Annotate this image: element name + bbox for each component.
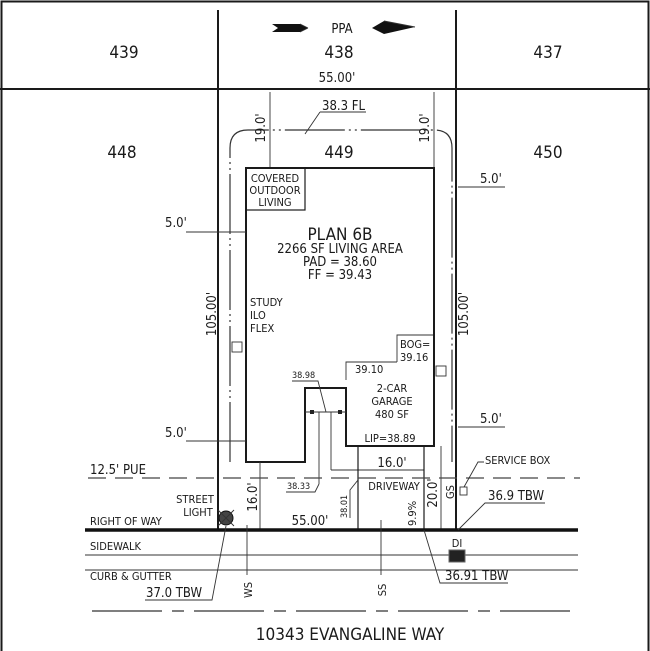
walk-elevation: 38.33 bbox=[287, 482, 310, 492]
covered-outdoor-label-1: COVERED bbox=[251, 172, 300, 185]
street-light-label-2: LIGHT bbox=[183, 506, 214, 519]
street-light-icon bbox=[217, 509, 235, 527]
living-area: 2266 SF LIVING AREA bbox=[277, 242, 403, 257]
drain-inlet-label: DI bbox=[452, 537, 463, 550]
plan-name: PLAN 6B bbox=[307, 225, 372, 245]
house-footprint bbox=[245, 167, 435, 463]
tbw-right-leader bbox=[457, 502, 545, 531]
flowline-label: 38.3 FL bbox=[322, 99, 365, 114]
walk-leader bbox=[286, 483, 320, 493]
side-setback-right-lower: 5.0' bbox=[480, 412, 502, 427]
ac-pad-left bbox=[231, 341, 243, 353]
garage-label-3: 480 SF bbox=[375, 408, 409, 421]
sewer-service-label: SS bbox=[376, 584, 389, 597]
pad-elevation: PAD = 38.60 bbox=[303, 255, 377, 270]
study-label-2: ILO bbox=[250, 309, 266, 322]
street-address: 10343 EVANGALINE WAY bbox=[256, 625, 445, 645]
service-box-icon bbox=[459, 486, 468, 496]
tbw-di: 36.91 TBW bbox=[445, 569, 509, 584]
ac-pad-right bbox=[435, 365, 447, 377]
lot-depth-right: 105.00' bbox=[457, 292, 472, 336]
bog-value: 39.16 bbox=[400, 351, 428, 364]
tbw-di-leader bbox=[423, 529, 508, 584]
covered-outdoor-label-3: LIVING bbox=[258, 196, 291, 209]
porch-leader bbox=[292, 380, 327, 413]
drainage-flowline bbox=[229, 129, 453, 462]
covered-outdoor-living bbox=[245, 167, 306, 211]
garage-label-1: 2-CAR bbox=[377, 382, 408, 395]
study-label-1: STUDY bbox=[250, 296, 284, 309]
lot-437: 437 bbox=[533, 43, 562, 63]
pue-label: 12.5' PUE bbox=[90, 463, 146, 478]
lot-depth-left: 105.00' bbox=[205, 292, 220, 336]
tbw-left-leader bbox=[145, 525, 227, 601]
porch-post-2 bbox=[338, 410, 342, 414]
drive-edge-leader bbox=[349, 479, 359, 518]
front-lot-width: 55.00' bbox=[292, 514, 329, 529]
right-of-way-label: RIGHT OF WAY bbox=[90, 515, 163, 528]
covered-outdoor-label-2: OUTDOOR bbox=[249, 184, 300, 197]
lot-450: 450 bbox=[533, 143, 562, 163]
drain-inlet-icon bbox=[448, 549, 466, 563]
service-box-leader bbox=[463, 461, 484, 488]
garage-elev-bracket bbox=[345, 361, 397, 380]
study-label-3: FLEX bbox=[250, 322, 274, 335]
lot-438: 438 bbox=[324, 43, 353, 63]
finished-floor: FF = 39.43 bbox=[308, 268, 372, 283]
sidewalk-label: SIDEWALK bbox=[90, 540, 142, 553]
rear-lot-width: 55.00' bbox=[319, 71, 356, 86]
side-setback-right-upper: 5.0' bbox=[480, 172, 502, 187]
flowline-leader bbox=[304, 111, 321, 135]
driveway-label: DRIVEWAY bbox=[368, 480, 421, 493]
street-light-label-1: STREET bbox=[176, 493, 215, 506]
rear-setback-right: 19.0' bbox=[418, 113, 433, 142]
bog-bracket bbox=[396, 334, 433, 362]
side-setback-left-lower: 5.0' bbox=[165, 426, 187, 441]
curb-label: CURB & GUTTER bbox=[90, 570, 172, 583]
lot-448: 448 bbox=[107, 143, 136, 163]
north-arrow-icon bbox=[272, 20, 416, 34]
porch-post-1 bbox=[310, 410, 314, 414]
gas-service-label: GS bbox=[444, 485, 457, 499]
tbw-right: 36.9 TBW bbox=[488, 489, 544, 504]
lot-449: 449 bbox=[324, 143, 353, 163]
driveway-width: 16.0' bbox=[377, 456, 406, 471]
garage-label-2: GARAGE bbox=[371, 395, 412, 408]
front-setback-house: 16.0' bbox=[246, 482, 261, 511]
water-service-label: WS bbox=[242, 582, 255, 598]
porch-elevation: 38.98 bbox=[292, 371, 315, 381]
drive-edge-elevation: 38.01 bbox=[340, 495, 350, 518]
tbw-left: 37.0 TBW bbox=[146, 586, 202, 601]
north-arrow-label: PPA bbox=[331, 22, 352, 37]
rear-setback-left: 19.0' bbox=[254, 113, 269, 142]
driveway-slope: 9.9% bbox=[406, 501, 419, 526]
bog-label: BOG= bbox=[400, 338, 430, 351]
front-setback-garage: 20.0' bbox=[426, 478, 441, 507]
service-box-label: SERVICE BOX bbox=[485, 454, 550, 467]
garage-elevation: 39.10 bbox=[355, 363, 383, 376]
garage-lip: LIP=38.89 bbox=[364, 432, 415, 445]
side-setback-left-upper: 5.0' bbox=[165, 216, 187, 231]
lot-439: 439 bbox=[109, 43, 138, 63]
